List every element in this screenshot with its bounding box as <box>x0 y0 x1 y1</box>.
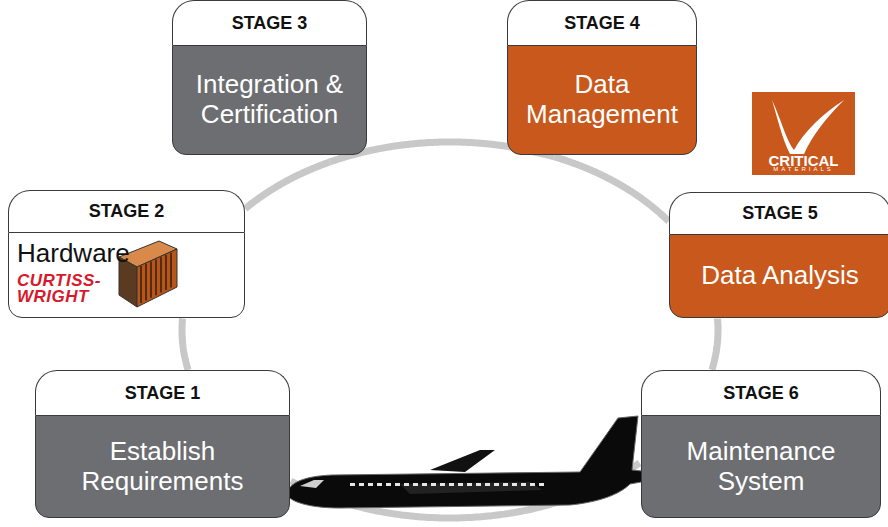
stage-header: STAGE 5 <box>669 192 888 234</box>
stage-number: STAGE 1 <box>125 383 201 404</box>
stage-title: Establish Requirements <box>44 437 281 497</box>
stage-number: STAGE 6 <box>723 383 799 404</box>
stage-title: Maintenance System <box>650 437 872 497</box>
stage-box: STAGE 4 Data Management <box>507 0 697 155</box>
stage-body: Integration & Certification <box>172 45 367 155</box>
stage-body: Establish Requirements <box>35 415 290 518</box>
critical-materials-logo: CRITICALMATERIALS <box>752 92 855 175</box>
ring-connector <box>554 157 668 221</box>
stage-title: Hardware <box>17 239 130 269</box>
stage-header: STAGE 1 <box>35 370 290 415</box>
stage-body: HardwareCURTISS- WRIGHT <box>8 232 245 318</box>
stage-number: STAGE 2 <box>89 201 165 222</box>
stage-number: STAGE 4 <box>564 13 640 34</box>
stage-header: STAGE 6 <box>641 370 881 415</box>
stage-header: STAGE 3 <box>172 0 367 45</box>
stage-body: Maintenance System <box>641 415 881 518</box>
stage-box: STAGE 1 Establish Requirements <box>35 370 290 518</box>
ring-connector <box>245 162 330 209</box>
stage-box: STAGE 2 HardwareCURTISS- WRIGHT <box>8 190 245 318</box>
stage-title: Data Management <box>516 70 688 130</box>
stage-title: Integration & Certification <box>181 70 358 130</box>
stage-box: STAGE 3 Integration & Certification <box>172 0 367 155</box>
logo-subtext: MATERIALS <box>752 166 855 172</box>
stage-body: Data Analysis <box>669 234 888 318</box>
stage-box: STAGE 5 Data Analysis <box>669 192 888 318</box>
stage-box: STAGE 6 Maintenance System <box>641 370 881 518</box>
stage-number: STAGE 3 <box>232 13 308 34</box>
stage-title: Data Analysis <box>701 261 859 291</box>
stage-header: STAGE 2 <box>8 190 245 232</box>
stage-number: STAGE 5 <box>742 203 818 224</box>
ring-connector <box>182 319 188 371</box>
ring-connector <box>712 318 718 369</box>
stage-body: Data Management <box>507 45 697 155</box>
aircraft-silhouette <box>280 410 660 527</box>
stage-header: STAGE 4 <box>507 0 697 45</box>
company-logo: CURTISS- WRIGHT <box>17 273 113 305</box>
